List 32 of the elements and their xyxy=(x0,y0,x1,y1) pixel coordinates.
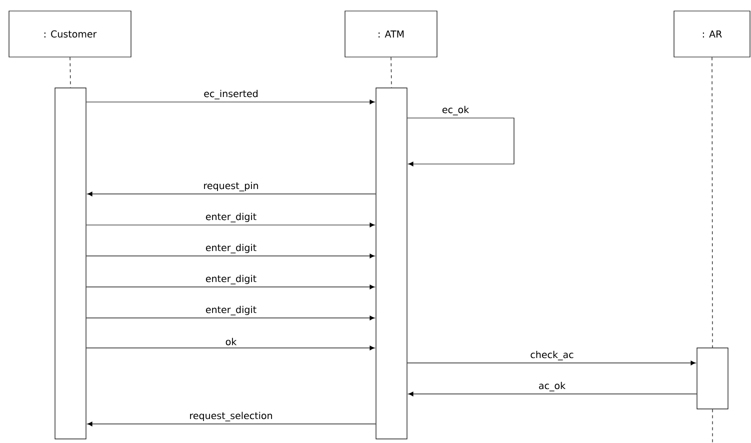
message-arrow xyxy=(87,422,376,426)
lifeline-head-box: : Customer xyxy=(8,10,132,58)
lifeline-head-box: : AR xyxy=(674,10,750,58)
message-arrow xyxy=(86,316,375,320)
edge-label: enter_digit xyxy=(204,242,258,255)
message-arrow xyxy=(407,360,696,366)
lifeline xyxy=(712,56,713,348)
edge-label: enter_digit xyxy=(204,304,258,317)
edge-label: ec_inserted xyxy=(202,88,260,101)
lifeline xyxy=(390,56,392,88)
message-arrow xyxy=(86,254,375,258)
activation-bar xyxy=(696,348,728,410)
lifeline xyxy=(70,56,71,88)
message-arrow xyxy=(87,192,376,196)
activation-bar xyxy=(376,88,408,440)
message-arrow xyxy=(86,100,375,104)
message-arrow xyxy=(86,222,375,228)
edge-label: ec_ok xyxy=(440,104,471,117)
edge-label: enter_digit xyxy=(204,273,258,286)
edge-label: ok xyxy=(224,336,238,347)
edge-label: check_ac xyxy=(528,349,576,362)
message-arrow xyxy=(86,346,375,350)
edge-label: request_selection xyxy=(188,410,274,423)
edge-label: enter_digit xyxy=(204,211,258,224)
self-message-arrow xyxy=(407,118,514,166)
message-arrow xyxy=(86,284,375,290)
message-arrow xyxy=(408,392,697,396)
lifeline xyxy=(712,408,713,443)
activation-bar xyxy=(54,88,86,440)
lifeline-head-box: : ATM xyxy=(344,10,438,58)
edge-label: request_pin xyxy=(202,180,260,193)
edge-label: ac_ok xyxy=(536,380,568,393)
